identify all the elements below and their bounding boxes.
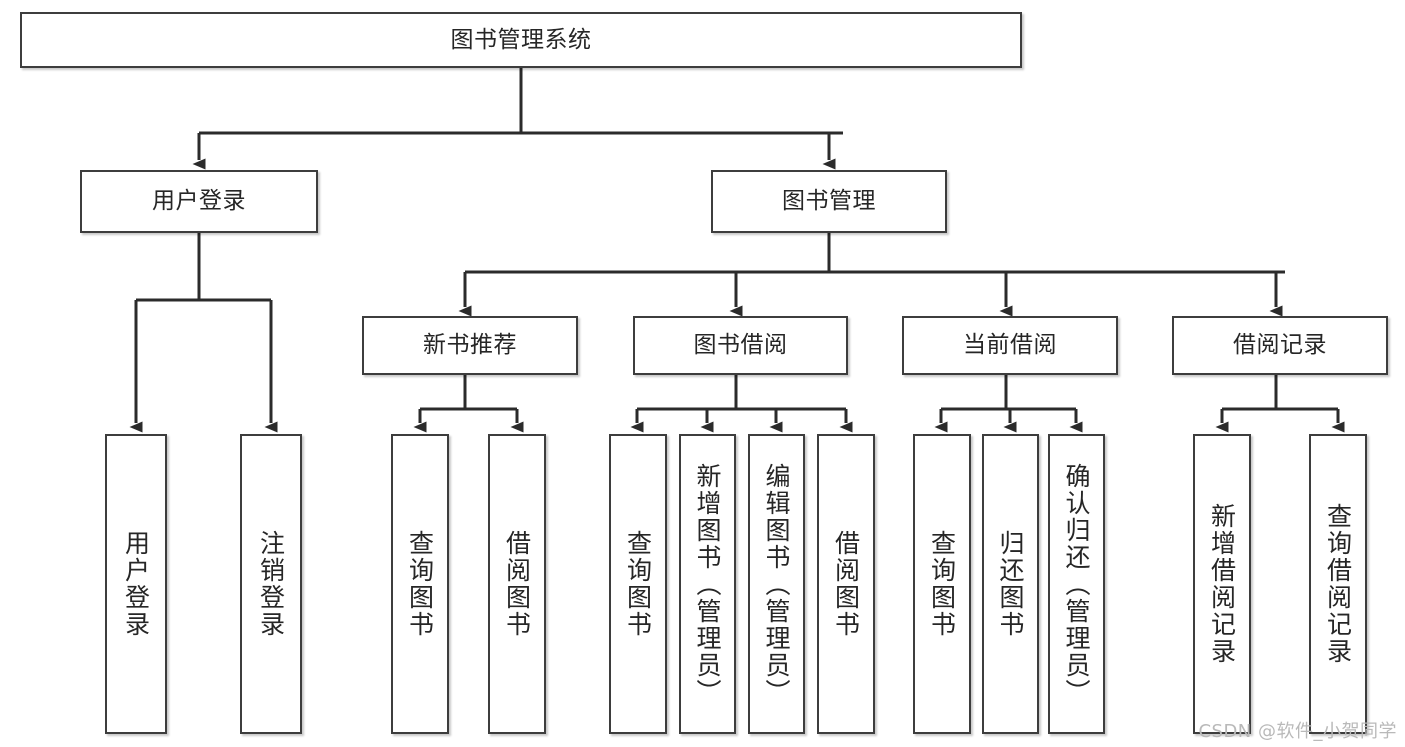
node-leaf-query-book-2-label: 查询图书 <box>623 530 653 638</box>
node-leaf-add-record-label: 新增借阅记录 <box>1207 503 1237 665</box>
node-leaf-query-book-3-label: 查询图书 <box>927 530 957 638</box>
node-leaf-logout-login[interactable]: 注销登录 <box>240 434 302 734</box>
node-leaf-borrow-book-1-label: 借阅图书 <box>502 530 532 638</box>
node-user-login-label: 用户登录 <box>152 188 246 215</box>
node-leaf-logout-login-label: 注销登录 <box>256 530 286 638</box>
node-leaf-user-login-label: 用户登录 <box>121 530 151 638</box>
node-book-manage[interactable]: 图书管理 <box>711 170 947 233</box>
node-leaf-query-book-1[interactable]: 查询图书 <box>391 434 449 734</box>
node-current-borrow[interactable]: 当前借阅 <box>902 316 1118 375</box>
node-book-borrow[interactable]: 图书借阅 <box>633 316 848 375</box>
node-leaf-confirm-return[interactable]: 确认归还（管理员） <box>1048 434 1105 734</box>
node-leaf-add-book[interactable]: 新增图书（管理员） <box>679 434 736 734</box>
node-root-label: 图书管理系统 <box>450 26 592 53</box>
node-root[interactable]: 图书管理系统 <box>20 12 1022 68</box>
node-book-manage-label: 图书管理 <box>782 188 876 215</box>
node-leaf-query-record-label: 查询借阅记录 <box>1323 503 1353 665</box>
node-leaf-edit-book[interactable]: 编辑图书（管理员） <box>748 434 805 734</box>
node-borrow-record[interactable]: 借阅记录 <box>1172 316 1388 375</box>
node-user-login[interactable]: 用户登录 <box>80 170 318 233</box>
node-leaf-query-record[interactable]: 查询借阅记录 <box>1309 434 1367 734</box>
node-leaf-query-book-2[interactable]: 查询图书 <box>609 434 667 734</box>
node-leaf-query-book-3[interactable]: 查询图书 <box>913 434 971 734</box>
node-leaf-borrow-book-2-label: 借阅图书 <box>831 530 861 638</box>
node-book-borrow-label: 图书借阅 <box>693 332 788 359</box>
node-leaf-return-book[interactable]: 归还图书 <box>982 434 1039 734</box>
node-leaf-edit-book-label: 编辑图书（管理员） <box>762 462 791 706</box>
node-current-borrow-label: 当前借阅 <box>963 332 1057 359</box>
node-leaf-add-record[interactable]: 新增借阅记录 <box>1193 434 1251 734</box>
node-new-book-recommend-label: 新书推荐 <box>423 332 517 359</box>
node-leaf-add-book-label: 新增图书（管理员） <box>693 462 722 706</box>
node-new-book-recommend[interactable]: 新书推荐 <box>362 316 578 375</box>
node-leaf-borrow-book-2[interactable]: 借阅图书 <box>817 434 875 734</box>
node-leaf-user-login[interactable]: 用户登录 <box>105 434 167 734</box>
node-leaf-confirm-return-label: 确认归还（管理员） <box>1062 462 1091 706</box>
node-leaf-borrow-book-1[interactable]: 借阅图书 <box>488 434 546 734</box>
node-borrow-record-label: 借阅记录 <box>1233 332 1327 359</box>
node-leaf-return-book-label: 归还图书 <box>996 530 1025 638</box>
node-leaf-query-book-1-label: 查询图书 <box>405 530 435 638</box>
